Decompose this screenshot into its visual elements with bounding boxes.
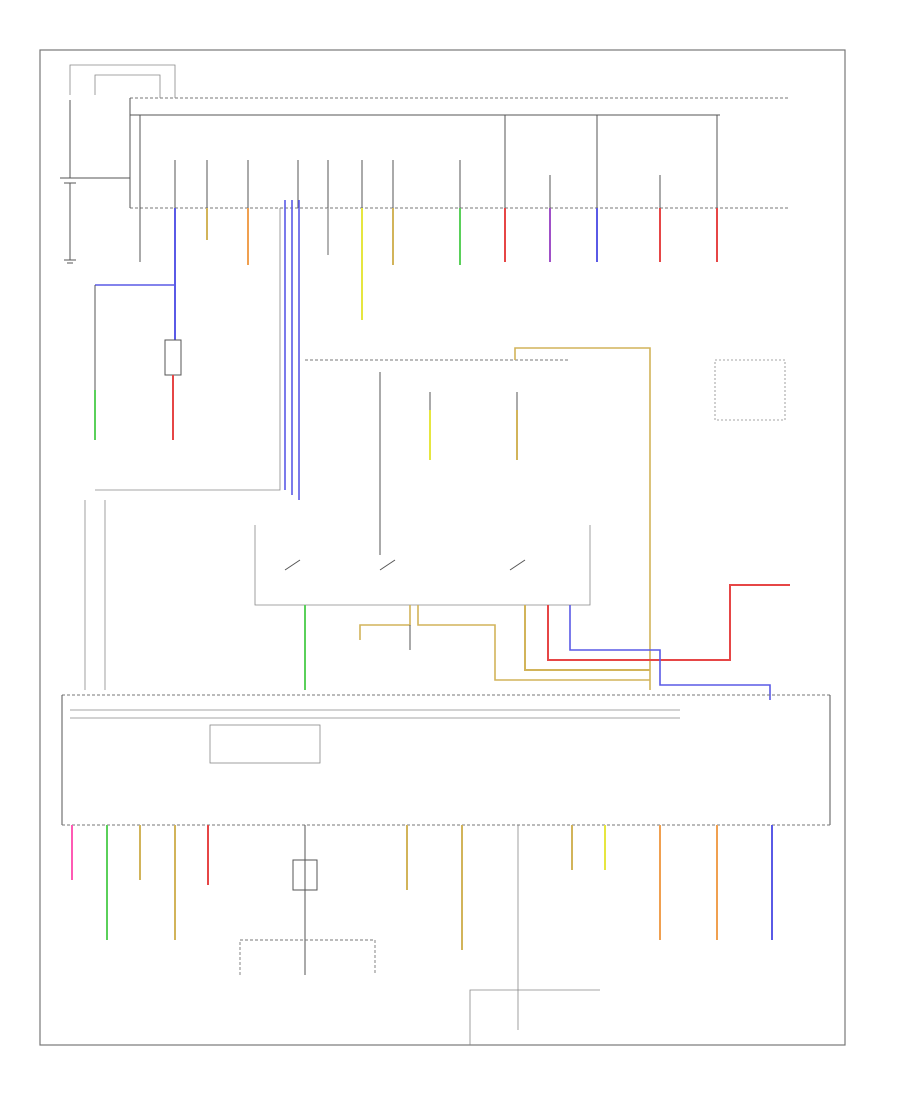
- switch-contact-2: [379, 559, 396, 571]
- wire-tan-4: [359, 605, 411, 640]
- wire-tan-6: [524, 605, 650, 671]
- wire-blue-6: [569, 605, 771, 700]
- bottom-branch: [239, 939, 376, 975]
- bottom-switch-link: [469, 989, 600, 1045]
- battery-circuit: [60, 64, 176, 264]
- left-frame-link: [95, 208, 281, 491]
- switch-contact-3: [509, 559, 526, 571]
- ignition-switch: [254, 525, 790, 700]
- bottom-relay-box: [209, 724, 321, 764]
- relay-box-bottom: [292, 859, 318, 891]
- relay-box-left: [164, 339, 182, 376]
- battery-lead: [69, 64, 176, 98]
- switch-contact-1: [284, 559, 301, 571]
- wire-tan-loop: [514, 347, 651, 690]
- diagram-border: [39, 49, 846, 1046]
- top-colored-wires: [174, 200, 718, 500]
- wire-red-5: [547, 584, 790, 661]
- ignition-switch-box: [254, 525, 591, 606]
- battery-lead-2: [94, 74, 161, 98]
- legend-box: [714, 359, 786, 421]
- bottom-fuse-box: [61, 694, 831, 826]
- left-relays: [84, 208, 281, 690]
- mid-fuse-box: [305, 359, 786, 555]
- bottom-colored-wires: [71, 825, 773, 1045]
- wire-tan-5: [417, 605, 650, 681]
- top-fuse-drops: [139, 115, 718, 262]
